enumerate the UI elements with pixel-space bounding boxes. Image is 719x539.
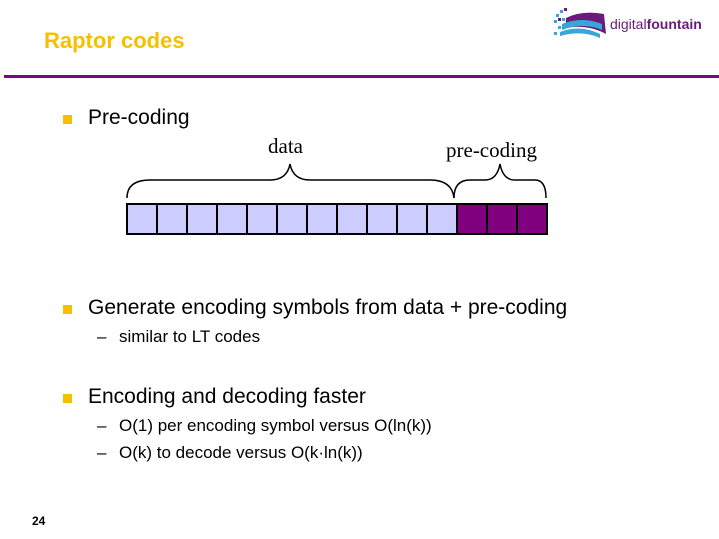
data-cell — [308, 205, 338, 233]
sub-bullet-dash: – — [97, 443, 107, 462]
precoding-label: pre-coding — [446, 138, 537, 162]
data-cell — [188, 205, 218, 233]
page-number: 24 — [32, 514, 46, 528]
data-label: data — [268, 134, 303, 158]
sub-bullet-dash: – — [97, 416, 107, 435]
title-divider — [4, 75, 719, 78]
data-cell — [278, 205, 308, 233]
precoding-brace — [453, 163, 547, 199]
data-cell — [368, 205, 398, 233]
data-brace — [126, 163, 455, 199]
data-cell — [338, 205, 368, 233]
logo-text: digitalfountain — [610, 16, 702, 32]
digital-fountain-logo-icon — [554, 8, 606, 38]
sub-bullet-text: similar to LT codes — [119, 327, 261, 346]
data-cell — [128, 205, 158, 233]
sub-bullet-dash: – — [97, 327, 107, 346]
data-cell — [248, 205, 278, 233]
bullet-icon — [63, 115, 72, 124]
symbol-cells — [126, 203, 548, 235]
bullet-text: Pre-coding — [88, 106, 190, 129]
slide-title: Raptor codes — [44, 28, 185, 53]
sub-bullet-text: O(1) per encoding symbol versus O(ln(k)) — [119, 416, 432, 435]
bullet-text: Encoding and decoding faster — [88, 385, 366, 408]
bullet-icon — [63, 394, 72, 403]
bullet-icon — [63, 305, 72, 314]
data-cell — [398, 205, 428, 233]
precoding-cell — [488, 205, 518, 233]
bullet-text: Generate encoding symbols from data + pr… — [88, 296, 568, 319]
precoding-cell — [458, 205, 488, 233]
sub-bullet-text: O(k) to decode versus O(k·ln(k)) — [119, 443, 363, 462]
data-cell — [428, 205, 458, 233]
data-cell — [158, 205, 188, 233]
data-cell — [218, 205, 248, 233]
precoding-cell — [518, 205, 548, 233]
